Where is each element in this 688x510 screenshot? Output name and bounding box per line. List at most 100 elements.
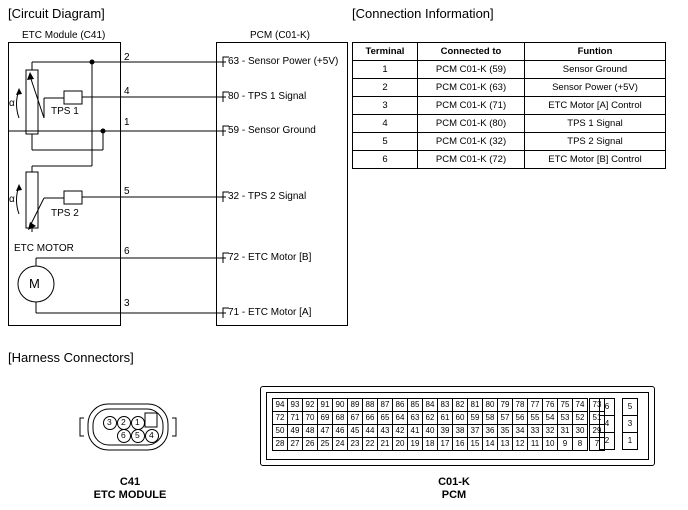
c01k-pin: 11: [527, 437, 543, 451]
c01k-caption-line2: PCM: [441, 489, 467, 501]
c01k-pin: 55: [527, 411, 543, 425]
c01k-pin: 21: [377, 437, 393, 451]
function-cell: ETC Motor [B] Control: [524, 150, 666, 169]
connected-to-cell: PCM C01-K (59): [417, 60, 525, 79]
c01k-pin: 85: [407, 398, 423, 412]
c01k-pin: 46: [332, 424, 348, 438]
c01k-pin: 43: [377, 424, 393, 438]
c01k-pin: 22: [362, 437, 378, 451]
table-row: 2 PCM C01-K (63) Sensor Power (+5V): [352, 78, 666, 97]
connected-to-cell: PCM C01-K (71): [417, 96, 525, 115]
connected-to-cell: PCM C01-K (63): [417, 78, 525, 97]
circuit-diagram-title: [Circuit Diagram]: [8, 6, 105, 21]
c01k-pin: 58: [482, 411, 498, 425]
c01k-pin: 9: [557, 437, 573, 451]
c01k-pin: 71: [287, 411, 303, 425]
c01k-pin: 78: [512, 398, 528, 412]
c01k-pin: 76: [542, 398, 558, 412]
c01k-pin: 34: [512, 424, 528, 438]
c01k-pin: 30: [572, 424, 589, 438]
c41-pin: 3: [107, 417, 112, 427]
table-row: 4 PCM C01-K (80) TPS 1 Signal: [352, 114, 666, 133]
c01k-pin: 45: [347, 424, 363, 438]
c01k-pin: 87: [377, 398, 393, 412]
c01k-pin: 27: [287, 437, 303, 451]
function-cell: TPS 2 Signal: [524, 132, 666, 151]
c01k-pin: 44: [362, 424, 378, 438]
tps2-label: TPS 2: [51, 208, 79, 219]
c01k-pin: 25: [317, 437, 333, 451]
c01k-pin: 62: [422, 411, 438, 425]
c01k-pin: 94: [272, 398, 288, 412]
c01k-pin: 41: [407, 424, 423, 438]
c01k-pin: 28: [272, 437, 288, 451]
wire-number-2: 2: [124, 52, 130, 63]
c01k-pin: 16: [452, 437, 468, 451]
c01k-pin: 36: [482, 424, 498, 438]
c01k-pin: 70: [302, 411, 318, 425]
c01k-pin: 33: [527, 424, 543, 438]
c01k-pin: 14: [482, 437, 498, 451]
c01k-pin: 8: [572, 437, 589, 451]
c01k-pin: 81: [467, 398, 483, 412]
c01k-pin: 24: [332, 437, 348, 451]
table-row: 3 PCM C01-K (71) ETC Motor [A] Control: [352, 96, 666, 115]
terminal-cell: 1: [352, 60, 418, 79]
table-row: 1 PCM C01-K (59) Sensor Ground: [352, 60, 666, 79]
pcm-pin-63: 63 - Sensor Power (+5V): [228, 56, 339, 67]
wire-number-1: 1: [124, 117, 130, 128]
connection-info-title: [Connection Information]: [352, 6, 494, 21]
c01k-pin: 72: [272, 411, 288, 425]
c01k-pin: 20: [392, 437, 408, 451]
c01k-pin: 57: [497, 411, 513, 425]
connection-table: Terminal Connected to Funtion 1 PCM C01-…: [352, 42, 666, 169]
c01k-pin: 23: [347, 437, 363, 451]
c01k-pin: 93: [287, 398, 303, 412]
connected-to-cell: PCM C01-K (32): [417, 132, 525, 151]
c01k-pin: 82: [452, 398, 468, 412]
c01k-pin: 61: [437, 411, 453, 425]
c01k-pin: 53: [557, 411, 573, 425]
c01k-caption: C01-K PCM: [404, 476, 504, 502]
c41-pin: 1: [135, 417, 140, 427]
c01k-pin: 18: [422, 437, 438, 451]
function-cell: Sensor Power (+5V): [524, 78, 666, 97]
table-row: 5 PCM C01-K (32) TPS 2 Signal: [352, 132, 666, 151]
c01k-pin: 75: [557, 398, 573, 412]
c01k-pin: 4: [599, 415, 615, 433]
c01k-pin: 88: [362, 398, 378, 412]
c01k-pin: 69: [317, 411, 333, 425]
c01k-pin: 64: [392, 411, 408, 425]
c01k-pin: 54: [542, 411, 558, 425]
c41-caption-line2: ETC MODULE: [93, 489, 167, 501]
c01k-inner-shell: [266, 392, 649, 460]
header-function: Funtion: [524, 42, 666, 61]
wire-number-4: 4: [124, 86, 130, 97]
connected-to-cell: PCM C01-K (72): [417, 150, 525, 169]
connected-to-cell: PCM C01-K (80): [417, 114, 525, 133]
c01k-pin: 38: [452, 424, 468, 438]
c01k-pin: 63: [407, 411, 423, 425]
wire-number-5: 5: [124, 186, 130, 197]
c01k-side-pins-a: 6 4 2: [599, 398, 615, 450]
terminal-cell: 6: [352, 150, 418, 169]
function-cell: ETC Motor [A] Control: [524, 96, 666, 115]
alpha-symbol-1: α: [9, 98, 15, 109]
c01k-pin: 60: [452, 411, 468, 425]
c01k-pin: 32: [542, 424, 558, 438]
terminal-cell: 5: [352, 132, 418, 151]
c01k-pin: 19: [407, 437, 423, 451]
c01k-pin: 6: [599, 398, 615, 416]
c01k-pin: 47: [317, 424, 333, 438]
harness-connectors-title: [Harness Connectors]: [8, 350, 134, 365]
header-terminal: Terminal: [352, 42, 418, 61]
c01k-pin: 39: [437, 424, 453, 438]
c01k-pin: 1: [622, 432, 638, 450]
etc-motor-title: ETC MOTOR: [14, 243, 74, 254]
c01k-pin: 92: [302, 398, 318, 412]
motor-symbol: M: [29, 276, 40, 291]
c01k-pin: 90: [332, 398, 348, 412]
c01k-side-pins-b: 5 3 1: [622, 398, 638, 450]
